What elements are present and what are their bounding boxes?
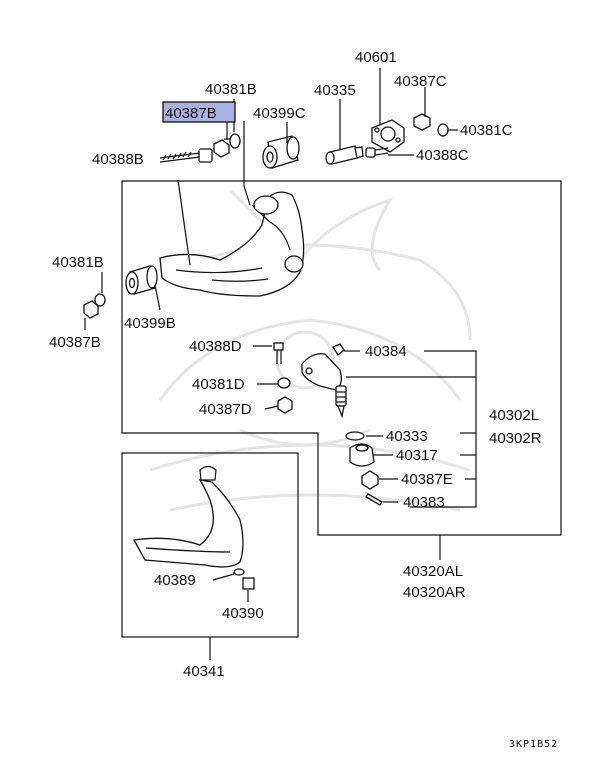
- boot-40317: [349, 443, 375, 467]
- nut-40387b-top: [213, 139, 230, 158]
- label-40387d[interactable]: 40387D: [199, 401, 252, 418]
- label-40381d[interactable]: 40381D: [192, 376, 245, 393]
- diagram-code: 3KP1B52: [509, 739, 558, 750]
- nut-40387e: [361, 470, 379, 490]
- nipple-40384: [332, 343, 345, 356]
- bracket-40601: [371, 119, 405, 153]
- bushing-40399c: [262, 135, 300, 169]
- label-40387b-top[interactable]: 40387B: [165, 105, 217, 122]
- bolt-40388c: [365, 147, 389, 158]
- label-40381c[interactable]: 40381C: [460, 122, 513, 139]
- label-40381b-left[interactable]: 40381B: [52, 254, 104, 271]
- washer-40381b-left: [94, 293, 106, 307]
- label-40302l[interactable]: 40302L: [489, 407, 539, 424]
- washer-40381c: [437, 123, 449, 137]
- label-40384[interactable]: 40384: [365, 343, 407, 360]
- bolt-40388d: [273, 342, 284, 364]
- clip-40389: [233, 568, 245, 576]
- ball-joint: [301, 353, 347, 419]
- nut-40387b-left: [83, 300, 99, 319]
- label-40390[interactable]: 40390: [222, 605, 264, 622]
- label-40333[interactable]: 40333: [386, 428, 428, 445]
- label-40387b-left[interactable]: 40387B: [49, 334, 101, 351]
- label-40320ar[interactable]: 40320AR: [403, 584, 466, 601]
- washer-40381b-top: [229, 133, 241, 149]
- label-40601[interactable]: 40601: [355, 49, 397, 66]
- upper-arm-frame: [121, 180, 562, 536]
- pin-40335: [325, 145, 364, 165]
- pin-40383: [365, 493, 383, 506]
- label-40399c[interactable]: 40399C: [253, 105, 306, 122]
- leader-lines: [84, 68, 477, 660]
- washer-40381d: [277, 377, 291, 389]
- label-40387e[interactable]: 40387E: [401, 471, 453, 488]
- bolt-40388b: [159, 148, 213, 163]
- label-40302r[interactable]: 40302R: [489, 430, 542, 447]
- highlight-40387b: [162, 101, 236, 123]
- bushing-40399b: [125, 265, 158, 295]
- label-40383[interactable]: 40383: [403, 494, 445, 511]
- label-40388c[interactable]: 40388C: [416, 147, 469, 164]
- label-40320al[interactable]: 40320AL: [403, 563, 463, 580]
- upper-control-arm: [159, 191, 305, 297]
- label-40399b[interactable]: 40399B: [124, 315, 176, 332]
- label-40388b[interactable]: 40388B: [92, 151, 144, 168]
- label-40341[interactable]: 40341: [183, 663, 225, 680]
- nut-40387d: [277, 396, 293, 414]
- label-40389[interactable]: 40389: [154, 572, 196, 589]
- ring-40333: [345, 431, 365, 441]
- nut-40390: [242, 577, 255, 590]
- label-40381b-top[interactable]: 40381B: [205, 81, 257, 98]
- label-40317[interactable]: 40317: [396, 447, 438, 464]
- label-40387c[interactable]: 40387C: [394, 73, 447, 90]
- lower-arm: [132, 465, 244, 568]
- nut-40387c: [413, 113, 431, 131]
- label-40388d[interactable]: 40388D: [189, 338, 242, 355]
- label-40335[interactable]: 40335: [314, 82, 356, 99]
